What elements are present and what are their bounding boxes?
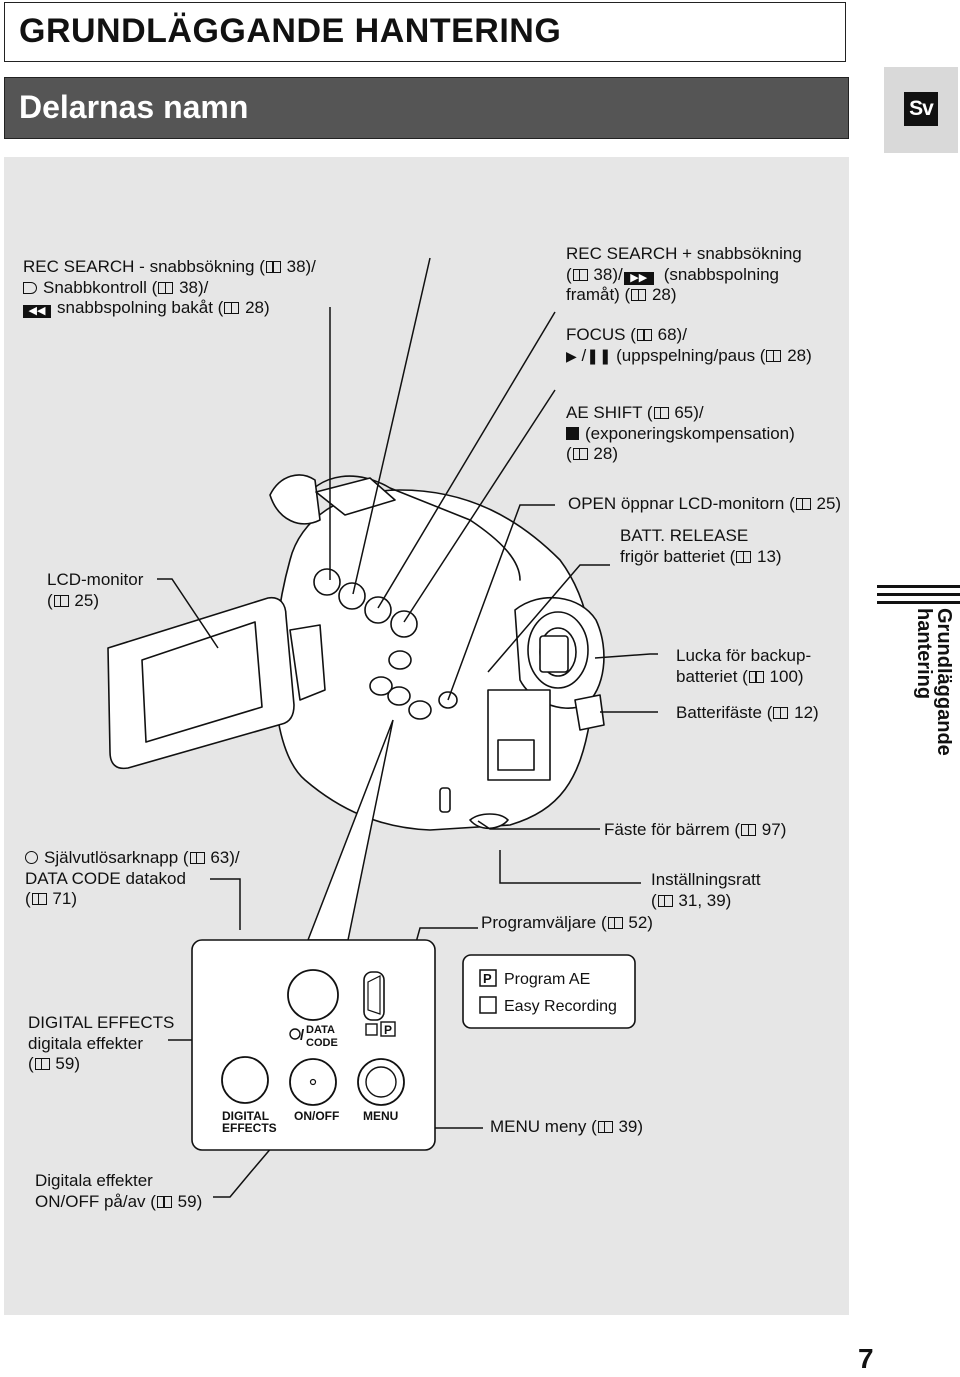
label-setting-dial: Inställningsratt ( 31, 39) (651, 870, 761, 910)
book-icon (657, 894, 673, 907)
play-icon: ▶ (566, 347, 577, 364)
book-icon (34, 1058, 50, 1070)
label-batt-release: BATT. RELEASE frigör batteriet ( 13) (620, 526, 782, 566)
book-icon (748, 670, 764, 683)
label-ae-shift: AE SHIFT ( 65)/ (exponeringskompensation… (566, 403, 795, 463)
detail-digital-label: DIGITAL (222, 1109, 269, 1123)
side-tab-line1: Grundläggande (933, 608, 952, 756)
label-backup-cover: Lucka för backup- batteriet ( 100) (676, 646, 812, 686)
book-icon (653, 407, 669, 419)
detail-menu-label: MENU (363, 1109, 398, 1123)
side-tab-line2: hantering (913, 608, 935, 699)
book-icon (631, 289, 647, 301)
book-icon (156, 1195, 172, 1208)
page-title: GRUNDLÄGGANDE HANTERING (4, 2, 846, 62)
label-digital-effects-onoff: Digitala effekter ON/OFF på/av ( 59) (35, 1171, 203, 1211)
mode-easy-recording: Easy Recording (504, 998, 617, 1015)
book-icon (189, 852, 205, 864)
book-icon (773, 707, 789, 719)
label-rec-search-plus: REC SEARCH + snabbsökning ( 38)/▶▶(snabb… (566, 244, 802, 304)
label-battery-mount: Batterifäste ( 12) (676, 703, 819, 722)
svg-text:/: / (300, 1027, 305, 1044)
side-tab-label: Grundläggande hantering (912, 580, 955, 790)
language-badge: Sv (904, 92, 938, 126)
book-icon (597, 1121, 613, 1133)
label-digital-effects: DIGITAL EFFECTS digitala effekter ( 59) (28, 1013, 175, 1073)
stop-icon (566, 426, 579, 440)
label-mode-selector: Programväljare ( 52) (481, 913, 653, 932)
side-tab-stripes (877, 585, 960, 604)
review-icon (23, 281, 37, 294)
page-number: 7 (858, 1343, 874, 1374)
detail-code-label: CODE (306, 1037, 338, 1049)
label-open: OPEN öppnar LCD-monitorn ( 25) (568, 494, 842, 513)
detail-p-mark: P (384, 1023, 392, 1037)
label-strap-mount: Fäste för bärrem ( 97) (604, 820, 787, 839)
mode-p-icon: P (483, 971, 492, 986)
label-rec-search-minus: REC SEARCH - snabbsökning ( 38)/ Snabbko… (23, 257, 316, 318)
detail-effects-label: EFFECTS (222, 1121, 277, 1135)
rewind-icon: ◀◀ (23, 305, 51, 318)
book-icon (572, 448, 588, 460)
mode-program-ae: Program AE (504, 971, 590, 988)
label-menu: MENU meny ( 39) (490, 1117, 644, 1136)
detail-data-label: DATA (306, 1024, 335, 1036)
book-icon (265, 261, 281, 273)
book-icon (741, 824, 757, 836)
self-timer-icon (25, 851, 38, 864)
book-icon (795, 498, 811, 510)
book-icon (31, 893, 47, 905)
label-focus: FOCUS ( 68)/ ▶ /❚❚ (uppspelning/paus ( 2… (566, 325, 812, 365)
label-lcd-monitor: LCD-monitor ( 25) (47, 570, 144, 610)
detail-on-off-label: ON/OFF (294, 1109, 339, 1123)
section-heading: Delarnas namn (4, 77, 849, 139)
book-icon (766, 349, 782, 362)
label-self-timer: Självutlösarknapp ( 63)/ DATA CODE datak… (25, 848, 240, 908)
fast-forward-icon: ▶▶ (623, 271, 654, 285)
book-icon (53, 594, 69, 607)
book-icon (158, 281, 174, 294)
book-icon (607, 917, 623, 929)
book-icon (572, 268, 588, 281)
book-icon (636, 329, 652, 341)
pause-icon: ❚❚ (586, 347, 612, 365)
book-icon (224, 302, 240, 314)
book-icon (736, 550, 752, 563)
